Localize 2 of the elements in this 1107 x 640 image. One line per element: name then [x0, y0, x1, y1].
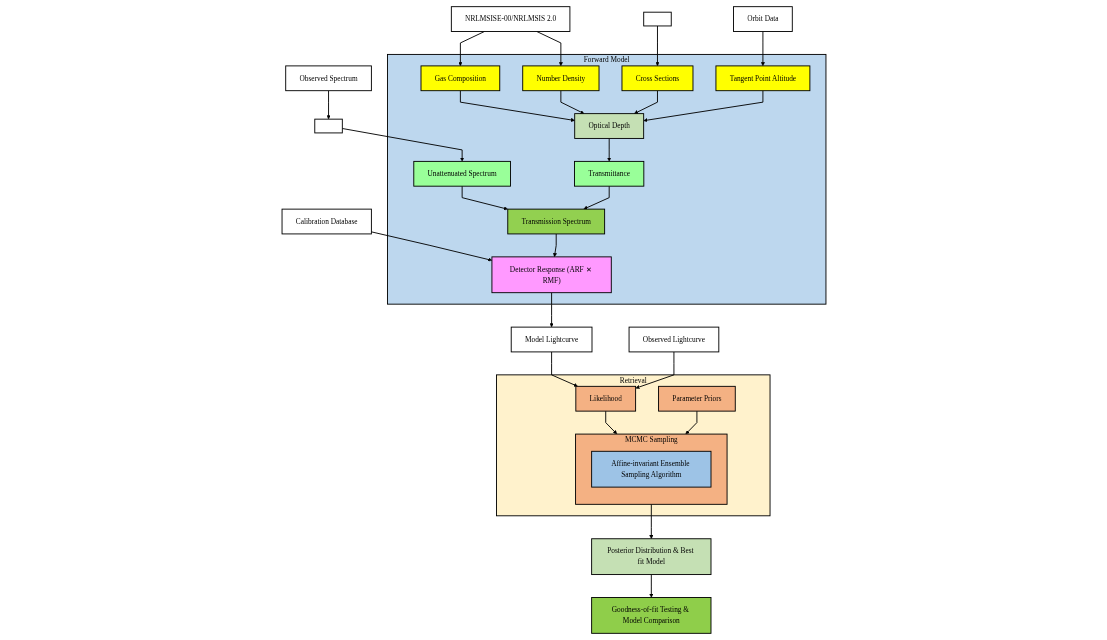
node-box: [313, 118, 343, 134]
node-box: [642, 11, 672, 27]
